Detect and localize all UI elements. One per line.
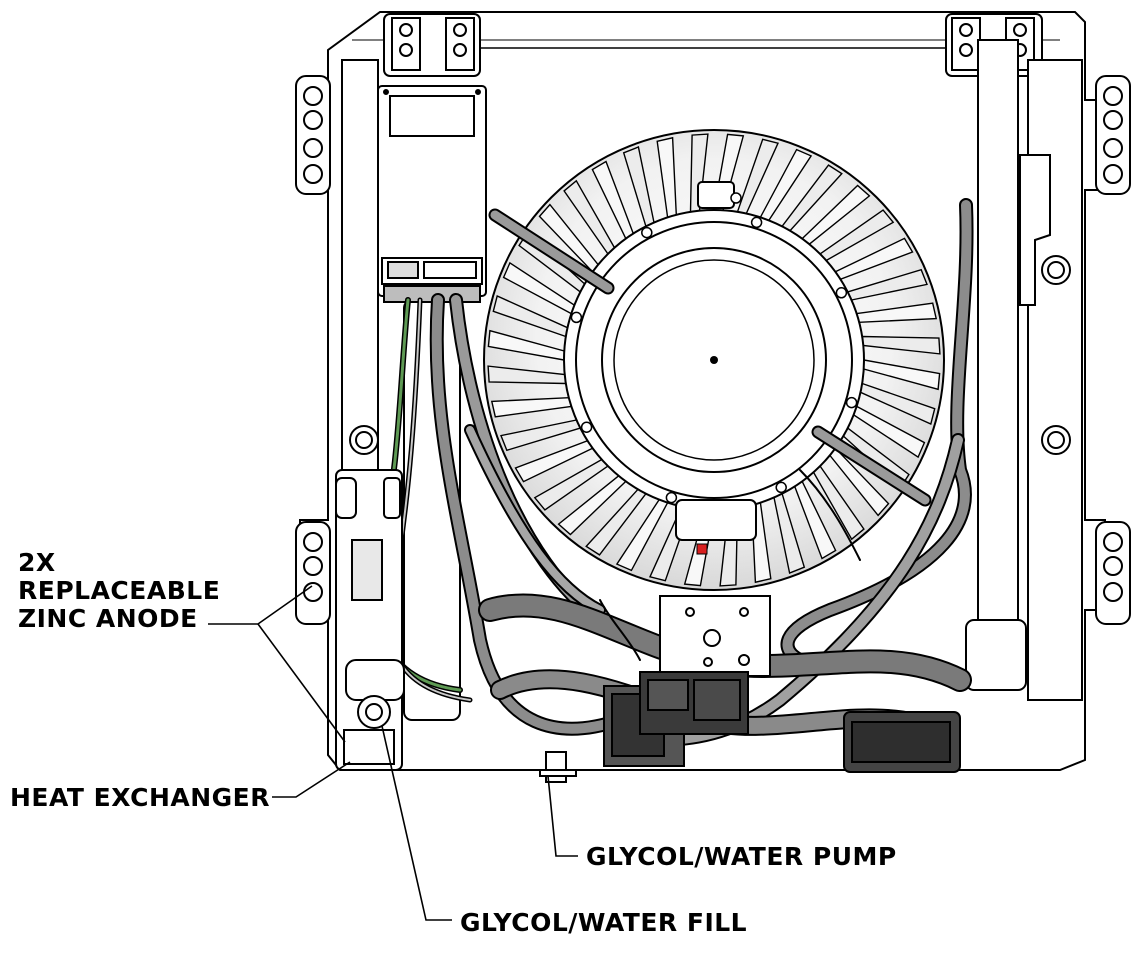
anode-callout-line-2: REPLACEABLE — [18, 576, 221, 605]
fan-bolt — [641, 226, 653, 239]
fan-bolt — [570, 311, 583, 324]
pump-drain — [539, 751, 577, 783]
right-lower-bracket — [1095, 521, 1131, 625]
anode-callout-line-1: 2X — [18, 548, 56, 577]
fan-bolt — [845, 396, 858, 409]
red-indicator — [696, 543, 708, 555]
heat-exchanger-callout-label: HEAT EXCHANGER — [10, 783, 271, 812]
top-left-mount — [383, 13, 481, 77]
right-side-plate — [1019, 154, 1051, 306]
pump-assembly — [603, 595, 961, 773]
left-lower-bracket — [295, 521, 331, 625]
fan-bolt — [775, 481, 787, 494]
fan-bolt — [665, 491, 678, 504]
pump-callout-label: GLYCOL/WATER PUMP — [586, 842, 897, 871]
fan-bolt — [750, 216, 763, 229]
right-rail — [965, 39, 1083, 701]
fan-bolt — [835, 287, 848, 299]
left-upper-bracket — [295, 75, 331, 195]
anode-callout-line-3: ZINC ANODE — [18, 604, 198, 633]
right-upper-bracket — [1095, 75, 1131, 195]
controller-box — [377, 85, 487, 303]
leader-lines — [208, 585, 578, 921]
anode-callout-label: 2X REPLACEABLE ZINC ANODE — [18, 549, 220, 633]
fan-bolt — [580, 421, 593, 433]
radial-fan — [483, 129, 945, 591]
fill-callout-label: GLYCOL/WATER FILL — [460, 908, 748, 937]
heat-exchanger — [335, 469, 405, 771]
